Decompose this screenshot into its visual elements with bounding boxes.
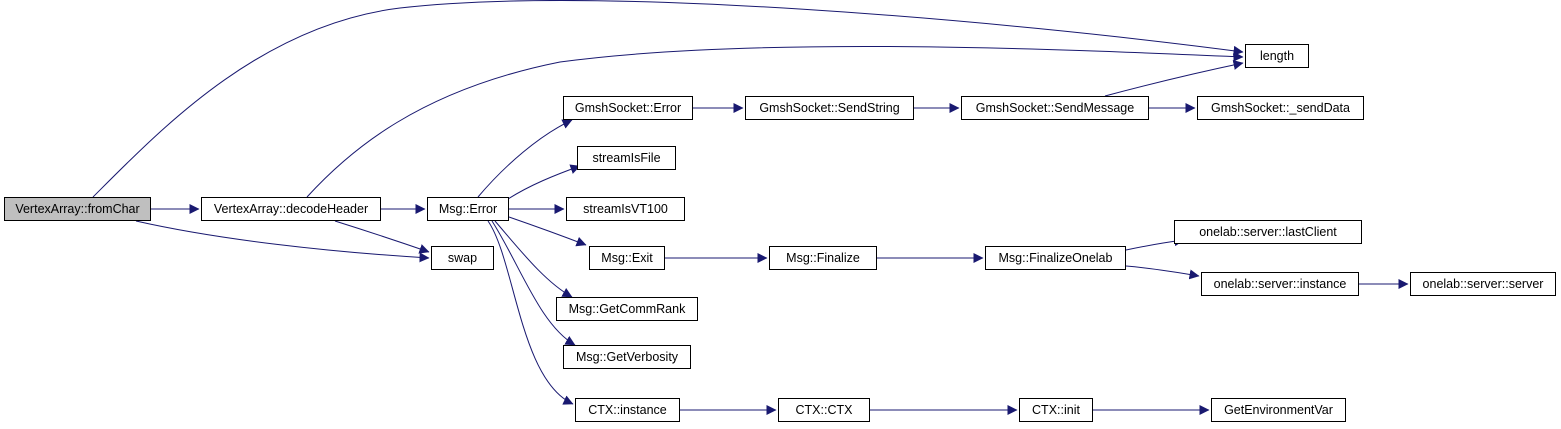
node-msg-getcommrank[interactable]: Msg::GetCommRank bbox=[556, 297, 698, 321]
edge-msgError-to-gsError bbox=[477, 119, 573, 198]
node-onelab-server-instance[interactable]: onelab::server::instance bbox=[1201, 272, 1359, 296]
node-ctx-init[interactable]: CTX::init bbox=[1019, 398, 1093, 422]
edge-msgError-to-ctxInstance bbox=[487, 220, 574, 405]
node-streamisvt100[interactable]: streamIsVT100 bbox=[566, 197, 685, 221]
node-onelab-server-lastclient[interactable]: onelab::server::lastClient bbox=[1174, 220, 1362, 244]
node-gmshsocket-sendmessage[interactable]: GmshSocket::SendMessage bbox=[961, 96, 1149, 120]
node-msg-finalize[interactable]: Msg::Finalize bbox=[769, 246, 877, 270]
node-vertexarray-fromchar: VertexArray::fromChar bbox=[4, 197, 151, 221]
edge-msgError-to-msgGetCommRank bbox=[494, 220, 573, 298]
node-getenvironmentvar[interactable]: GetEnvironmentVar bbox=[1211, 398, 1346, 422]
node-msg-finalizeonelab[interactable]: Msg::FinalizeOnelab bbox=[985, 246, 1126, 270]
node-onelab-server-server[interactable]: onelab::server::server bbox=[1410, 272, 1556, 296]
node-ctx-ctx[interactable]: CTX::CTX bbox=[778, 398, 870, 422]
edge-msgError-to-msgExit bbox=[508, 216, 587, 247]
edge-msgError-to-streamIsFile bbox=[507, 164, 581, 200]
edge-decodeHeader-to-length bbox=[306, 45, 1244, 198]
node-msg-getverbosity[interactable]: Msg::GetVerbosity bbox=[563, 345, 691, 369]
edge-gsSendMessage-to-length bbox=[1104, 60, 1244, 97]
edge-msgError-to-msgGetVerbosity bbox=[491, 220, 576, 346]
node-gmshsocket-error[interactable]: GmshSocket::Error bbox=[563, 96, 693, 120]
node-streamisfile[interactable]: streamIsFile bbox=[577, 146, 676, 170]
edge-fromChar-to-swap bbox=[135, 220, 430, 263]
node-vertexarray-decodeheader[interactable]: VertexArray::decodeHeader bbox=[201, 197, 381, 221]
node-swap[interactable]: swap bbox=[431, 246, 494, 270]
node-gmshsocket-sendstring[interactable]: GmshSocket::SendString bbox=[745, 96, 914, 120]
node-msg-exit[interactable]: Msg::Exit bbox=[589, 246, 665, 270]
edge-decodeHeader-to-swap bbox=[334, 220, 430, 254]
edge-fromChar-to-length bbox=[92, 0, 1244, 198]
node-gmshsocket-senddata[interactable]: GmshSocket::_sendData bbox=[1197, 96, 1364, 120]
node-msg-error[interactable]: Msg::Error bbox=[427, 197, 509, 221]
node-ctx-instance[interactable]: CTX::instance bbox=[575, 398, 680, 422]
node-length[interactable]: length bbox=[1245, 44, 1309, 68]
edge-msgFinalizeOnelab-to-olInstance bbox=[1125, 265, 1200, 280]
